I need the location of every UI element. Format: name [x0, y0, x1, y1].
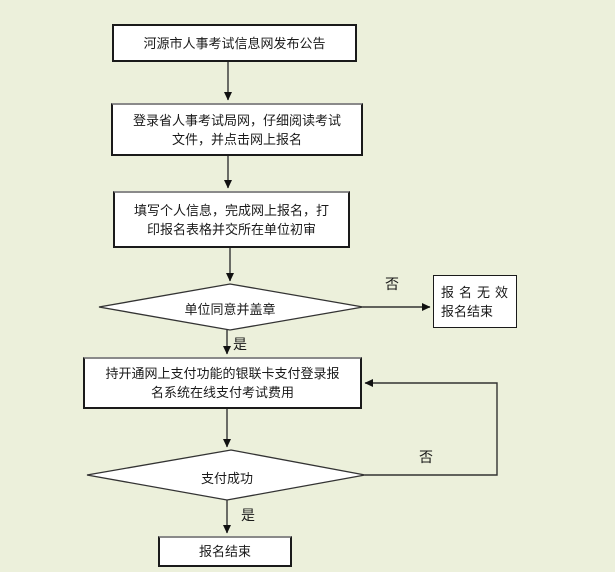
node-announce: 河源市人事考试信息网发布公告	[112, 24, 357, 62]
node-finish-label: 报名结束	[198, 544, 251, 559]
decision-unit-approve-label: 单位同意并盖章	[184, 302, 276, 317]
node-announce-label: 河源市人事考试信息网发布公告	[143, 35, 326, 51]
edge-label-pay-no: 否	[419, 449, 433, 465]
edge-label-unit-yes: 是	[233, 336, 247, 352]
connector-paysuccess-no-loop	[364, 379, 498, 476]
node-registration-invalid: 报名无效 报名结束	[433, 275, 517, 328]
node-pay: 持开通网上支付功能的银联卡支付登录报 名系统在线支付考试费用	[83, 357, 362, 409]
node-finish: 报名结束	[158, 536, 292, 567]
node-fill-info: 填写个人信息，完成网上报名，打 印报名表格并交所在单位初审	[113, 191, 350, 248]
node-login: 登录省人事考试局网，仔细阅读考试 文件，并点击网上报名	[111, 103, 363, 156]
node-pay-label: 持开通网上支付功能的银联卡支付登录报 名系统在线支付考试费用	[105, 366, 340, 400]
node-registration-invalid-line1: 报名无效	[441, 284, 514, 300]
decision-pay-success-label: 支付成功	[200, 471, 253, 486]
node-fill-info-label: 填写个人信息，完成网上报名，打 印报名表格并交所在单位初审	[133, 202, 329, 237]
edge-label-unit-no: 否	[385, 276, 399, 292]
node-login-label: 登录省人事考试局网，仔细阅读考试 文件，并点击网上报名	[132, 112, 341, 147]
decision-diamond-unit-approve	[98, 283, 364, 331]
node-registration-invalid-line2: 报名结束	[441, 303, 494, 319]
edge-label-pay-yes: 是	[241, 507, 255, 523]
